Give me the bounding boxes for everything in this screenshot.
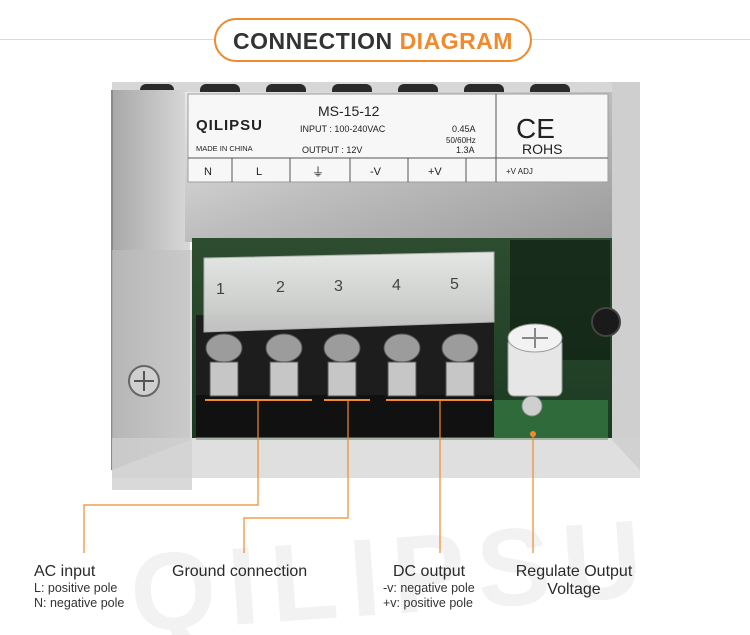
label-output-current: 1.3A [456, 145, 475, 155]
label-rohs: ROHS [522, 141, 562, 157]
terminal-number-5: 5 [450, 276, 459, 293]
label-term-pos: +V [428, 166, 442, 178]
housing-right-wall [612, 82, 640, 470]
label-frequency: 50/60Hz [446, 136, 476, 145]
label-term-ground: ⏚ [312, 165, 324, 179]
callout-dc-title: DC output [393, 563, 466, 580]
callout-regulate-title: Regulate Output [515, 563, 633, 580]
label-term-n: N [204, 166, 212, 178]
adjust-potentiometer [507, 323, 563, 417]
label-input: INPUT : 100-240VAC [300, 124, 386, 134]
title-badge: CONNECTION DIAGRAM [214, 18, 532, 62]
callout-dc-line1: -v: negative pole [383, 581, 475, 595]
callout-ground-title: Ground connection [172, 563, 308, 580]
terminal-cover: 1 2 3 4 5 [203, 251, 495, 333]
label-model: MS-15-12 [318, 103, 380, 119]
callout-ac-line2: N: negative pole [34, 596, 125, 610]
ac-leader [83, 400, 259, 553]
label-made-in: MADE IN CHINA [196, 144, 253, 153]
callout-regulate: Regulate Output Voltage [505, 563, 643, 599]
ground-leader [243, 400, 349, 553]
page-title: CONNECTION DIAGRAM [216, 28, 530, 55]
callout-dc-output: DC output -v: negative pole +v: positive… [383, 563, 475, 611]
label-term-l: L [256, 166, 262, 178]
label-brand: QILIPSU [196, 117, 263, 134]
label-adj: +V ADJ [506, 167, 533, 176]
callout-ac-line1: L: positive pole [34, 581, 118, 595]
callout-dc-line2: +v: positive pole [383, 596, 473, 610]
terminal-number-1: 1 [216, 281, 225, 298]
callout-regulate-line2: Voltage [547, 581, 601, 598]
title-dark-word: CONNECTION [233, 28, 393, 54]
label-plate: QILIPSU MS-15-12 INPUT : 100-240VAC 0.45… [187, 93, 609, 183]
callout-ground: Ground connection [172, 563, 307, 581]
callout-ac-input: AC input L: positive pole N: negative po… [34, 563, 124, 611]
label-term-neg: -V [370, 166, 382, 178]
label-ce: CE [516, 113, 555, 144]
chassis-screw [128, 365, 160, 397]
terminal-number-2: 2 [276, 279, 285, 296]
label-output: OUTPUT : 12V [302, 145, 362, 155]
callout-ac-title: AC input [34, 563, 96, 580]
title-accent-word: DIAGRAM [399, 28, 513, 54]
terminal-number-3: 3 [334, 278, 343, 295]
terminal-number-4: 4 [392, 277, 401, 294]
terminal-block [196, 315, 494, 437]
label-input-current: 0.45A [452, 124, 476, 134]
